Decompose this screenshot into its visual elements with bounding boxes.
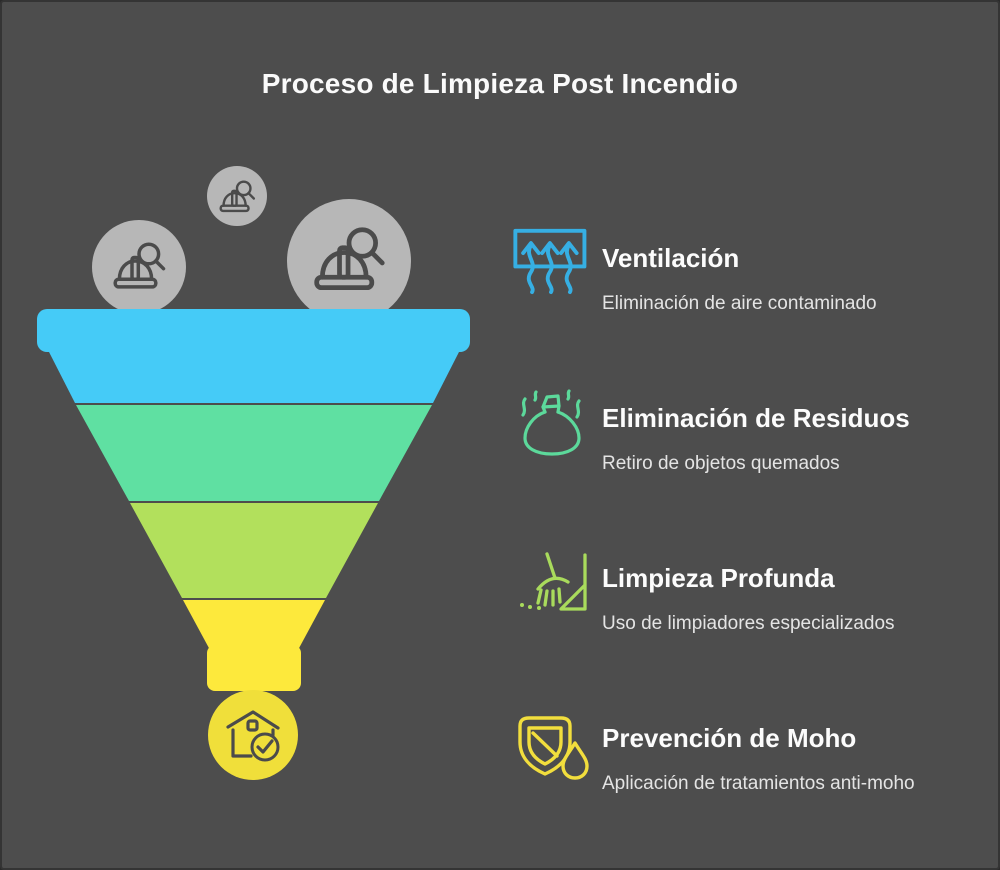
waste-bag-icon [512, 387, 592, 467]
house-check-icon [226, 710, 280, 762]
funnel-layer-ventilation [37, 309, 470, 403]
step-prevencion-moho: Prevención de Moho Aplicación de tratami… [507, 707, 977, 847]
step-title: Limpieza Profunda [602, 563, 835, 593]
funnel-layer-residuos [76, 405, 432, 501]
broom-sweep-icon [512, 547, 597, 627]
funnel-layers [37, 309, 470, 691]
step-title: Prevención de Moho [602, 723, 857, 753]
inspector-bubbles [92, 166, 411, 323]
shield-droplet-icon [512, 707, 597, 792]
step-title: Eliminación de Residuos [602, 403, 910, 433]
funnel-layer-moho [183, 600, 325, 691]
funnel-layer-limpieza [130, 503, 378, 598]
step-ventilacion: Ventilación Eliminación de aire contamin… [507, 227, 977, 367]
step-description: Aplicación de tratamientos anti-moho [602, 773, 915, 794]
step-title: Ventilación [602, 243, 740, 273]
funnel-diagram [2, 2, 502, 868]
step-description: Retiro de objetos quemados [602, 453, 840, 474]
outcome-circle [208, 690, 298, 780]
step-limpieza-profunda: Limpieza Profunda Uso de limpiadores esp… [507, 547, 977, 687]
step-description: Eliminación de aire contaminado [602, 293, 877, 314]
page-title: Proceso de Limpieza Post Incendio [261, 68, 739, 99]
step-eliminacion-residuos: Eliminación de Residuos Retiro de objeto… [507, 387, 977, 527]
step-description: Uso de limpiadores especializados [602, 613, 895, 634]
vent-arrows-icon [512, 227, 590, 302]
